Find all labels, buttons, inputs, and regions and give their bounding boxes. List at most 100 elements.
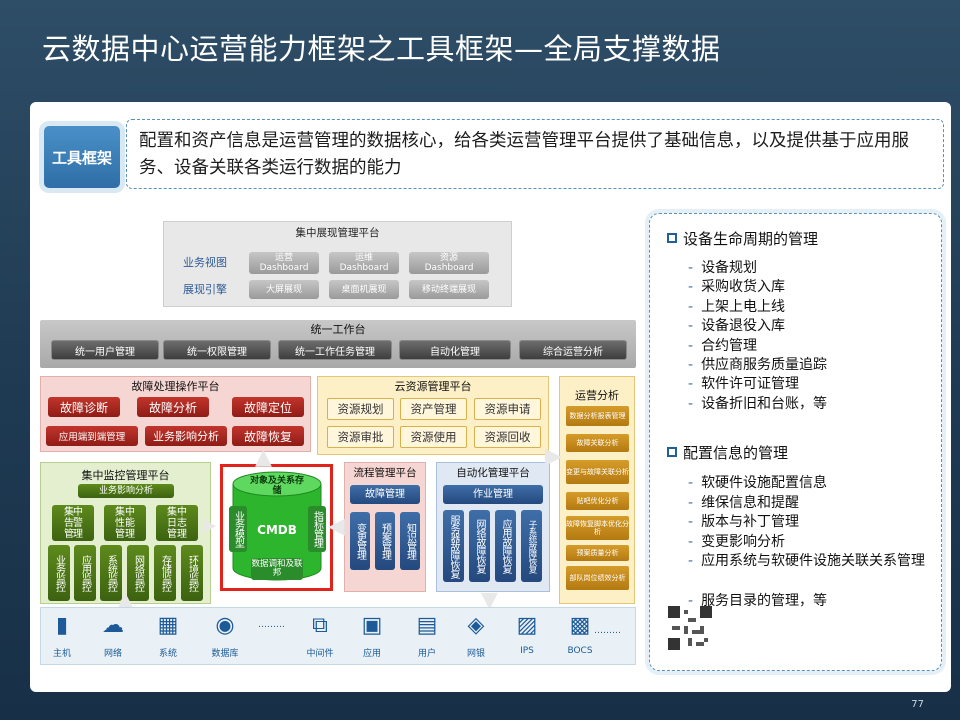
fault-mgmt: 故障管理 xyxy=(350,485,420,504)
asset-management: 资产管理 xyxy=(400,398,467,420)
list-item: -维保信息和提醒 xyxy=(688,494,928,514)
cmdb-reconcile: 数据调和及联邦 xyxy=(251,558,303,580)
ops-dashboard: 运营 Dashboard xyxy=(249,252,319,274)
storage-monitor-label: 存储监控 xyxy=(159,555,171,591)
biz-monitor-label: 业务监控 xyxy=(53,555,65,591)
app-e2e-mgmt: 应用端到端管理 xyxy=(46,426,138,446)
workbench-title: 统一工作台 xyxy=(310,323,366,336)
resource-label: 系统 xyxy=(158,649,177,659)
ops-analysis-item: 贴吧优化分析 xyxy=(566,492,629,510)
dash-bullet: - xyxy=(688,494,694,511)
fault-locate: 故障定位 xyxy=(232,397,304,417)
plan-mgmt-label: 预案管理 xyxy=(379,523,391,559)
arrow-down-icon: ▼ xyxy=(481,588,498,613)
list-item-text: 应用系统与软硬件设施关联关系管理 xyxy=(701,553,926,570)
bigscreen-display: 大屏展现 xyxy=(249,280,319,299)
app-fault-recovery-label: 应用故障恢复 xyxy=(500,519,511,573)
monitor-biz-impact: 业务影响分析 xyxy=(78,484,174,498)
dash-bullet: - xyxy=(688,298,694,315)
ops-analysis-item: 故障关联分析 xyxy=(566,434,629,452)
cmdb-label: CMDB xyxy=(257,523,297,537)
list-item-text: 服务目录的管理，等 xyxy=(701,592,828,609)
resource-label: BOCS xyxy=(567,646,593,656)
resource-usage: 资源使用 xyxy=(400,426,467,448)
dash-bullet: - xyxy=(688,533,694,550)
list-item: -供应商服务质量追踪 xyxy=(688,356,928,376)
storage-monitor: 存储监控 xyxy=(154,545,176,601)
config-section-title: 配置信息的管理 xyxy=(667,442,788,463)
list-item-text: 上架上电上线 xyxy=(701,298,786,315)
list-item-text: 采购收货入库 xyxy=(701,279,786,296)
cmdb-cylinder xyxy=(232,471,322,581)
dash-bullet: - xyxy=(688,514,694,531)
server-fault-recovery: 服务器故障恢复 xyxy=(443,510,464,582)
sys-monitor: 系统监控 xyxy=(100,545,122,601)
ops-analysis-item: 预案质量分析 xyxy=(566,545,629,561)
job-mgmt: 作业管理 xyxy=(443,485,543,504)
maint-dashboard-label: 运维 Dashboard xyxy=(339,253,389,273)
ops-dashboard-label: 运营 Dashboard xyxy=(259,253,309,273)
central-perf-mgmt-label: 集中性能管理 xyxy=(115,506,135,540)
list-item: -软件许可证管理 xyxy=(688,375,928,395)
resource-label: IPS xyxy=(520,646,534,656)
dash-bullet: - xyxy=(688,279,694,296)
bocs-icon: ▩ xyxy=(569,613,591,638)
resource-label: 数据库 xyxy=(211,649,239,659)
list-item: -采购收货入库 xyxy=(688,278,928,298)
list-item-text: 设备折旧和台账，等 xyxy=(701,395,828,412)
list-item-text: 版本与补丁管理 xyxy=(701,514,800,531)
list-item-text: 供应商服务质量追踪 xyxy=(701,357,828,373)
knowledge-mgmt: 知识管理 xyxy=(400,512,420,570)
app-fault-recovery: 应用故障恢复 xyxy=(495,510,516,582)
ebank-icon: ◈ xyxy=(467,613,485,638)
dash-bullet: - xyxy=(688,395,694,412)
ops-analysis-item: 故障恢复脚本优化分析 xyxy=(566,516,629,540)
list-item: -上架上电上线 xyxy=(688,298,928,318)
ellipsis-1: ……… xyxy=(258,620,285,630)
dash-bullet: - xyxy=(688,376,694,393)
fault-platform-title: 故障处理操作平台 xyxy=(131,380,220,393)
network-fault-recovery-label: 网络故障恢复 xyxy=(474,519,485,573)
engine-label: 展现引擎 xyxy=(183,283,227,296)
monitor-platform-title: 集中监控管理平台 xyxy=(81,469,170,482)
application-icon: ▣ xyxy=(361,613,383,638)
list-item: -设备规划 xyxy=(688,259,928,279)
resource-label: 网络 xyxy=(103,649,122,659)
subsystem-fault-recovery-label: 子系统故障恢复 xyxy=(527,519,537,573)
process-platform-title: 流程管理平台 xyxy=(353,466,417,479)
cmdb-top-label: 对象及关系存储 xyxy=(250,476,305,496)
page-number: 77 xyxy=(911,699,924,710)
qr-code-icon xyxy=(668,606,712,650)
display-platform-title: 集中展现管理平台 xyxy=(295,226,380,239)
list-item: -版本与补丁管理 xyxy=(688,513,928,533)
subsystem-fault-recovery: 子系统故障恢复 xyxy=(521,510,542,582)
central-alarm-mgmt-label: 集中告警管理 xyxy=(64,506,83,540)
resource-request: 资源申请 xyxy=(474,398,541,420)
list-item: -服务目录的管理，等 xyxy=(688,592,928,612)
net-monitor: 网络监控 xyxy=(127,545,149,601)
resource-dashboard-label: 资源 Dashboard xyxy=(424,253,474,273)
resource-label: 主机 xyxy=(52,649,71,659)
server-fault-recovery-label: 服务器故障恢复 xyxy=(448,514,459,578)
dash-bullet: - xyxy=(688,357,694,373)
summary-text: 配置和资产信息是运营管理的数据核心，给各类运营管理平台提供了基础信息，以及提供基… xyxy=(126,119,944,189)
arrow-right-icon: ➤ xyxy=(199,514,218,539)
arrow-up-icon: ▲ xyxy=(117,588,134,613)
net-monitor-label: 网络监控 xyxy=(132,555,144,591)
database-icon: ◉ xyxy=(215,613,235,638)
square-bullet-icon xyxy=(667,233,677,243)
arrow-up-icon: ▲ xyxy=(255,445,272,470)
ellipsis-2: ……… xyxy=(594,626,621,636)
biz-impact-analysis: 业务影响分析 xyxy=(145,426,227,446)
resource-label: 中间件 xyxy=(306,649,334,659)
mobile-display: 移动终端展现 xyxy=(409,280,489,299)
business-view-label: 业务视图 xyxy=(183,256,227,269)
sys-monitor-label: 系统监控 xyxy=(105,555,117,591)
list-item: -设备退役入库 xyxy=(688,317,928,337)
dash-bullet: - xyxy=(688,553,694,570)
cmdb-biz-model-label: 业务模型 xyxy=(232,511,244,547)
workbench-item-automation: 自动化管理 xyxy=(399,340,511,360)
dash-bullet: - xyxy=(688,260,694,276)
change-mgmt: 变更管理 xyxy=(350,512,370,570)
